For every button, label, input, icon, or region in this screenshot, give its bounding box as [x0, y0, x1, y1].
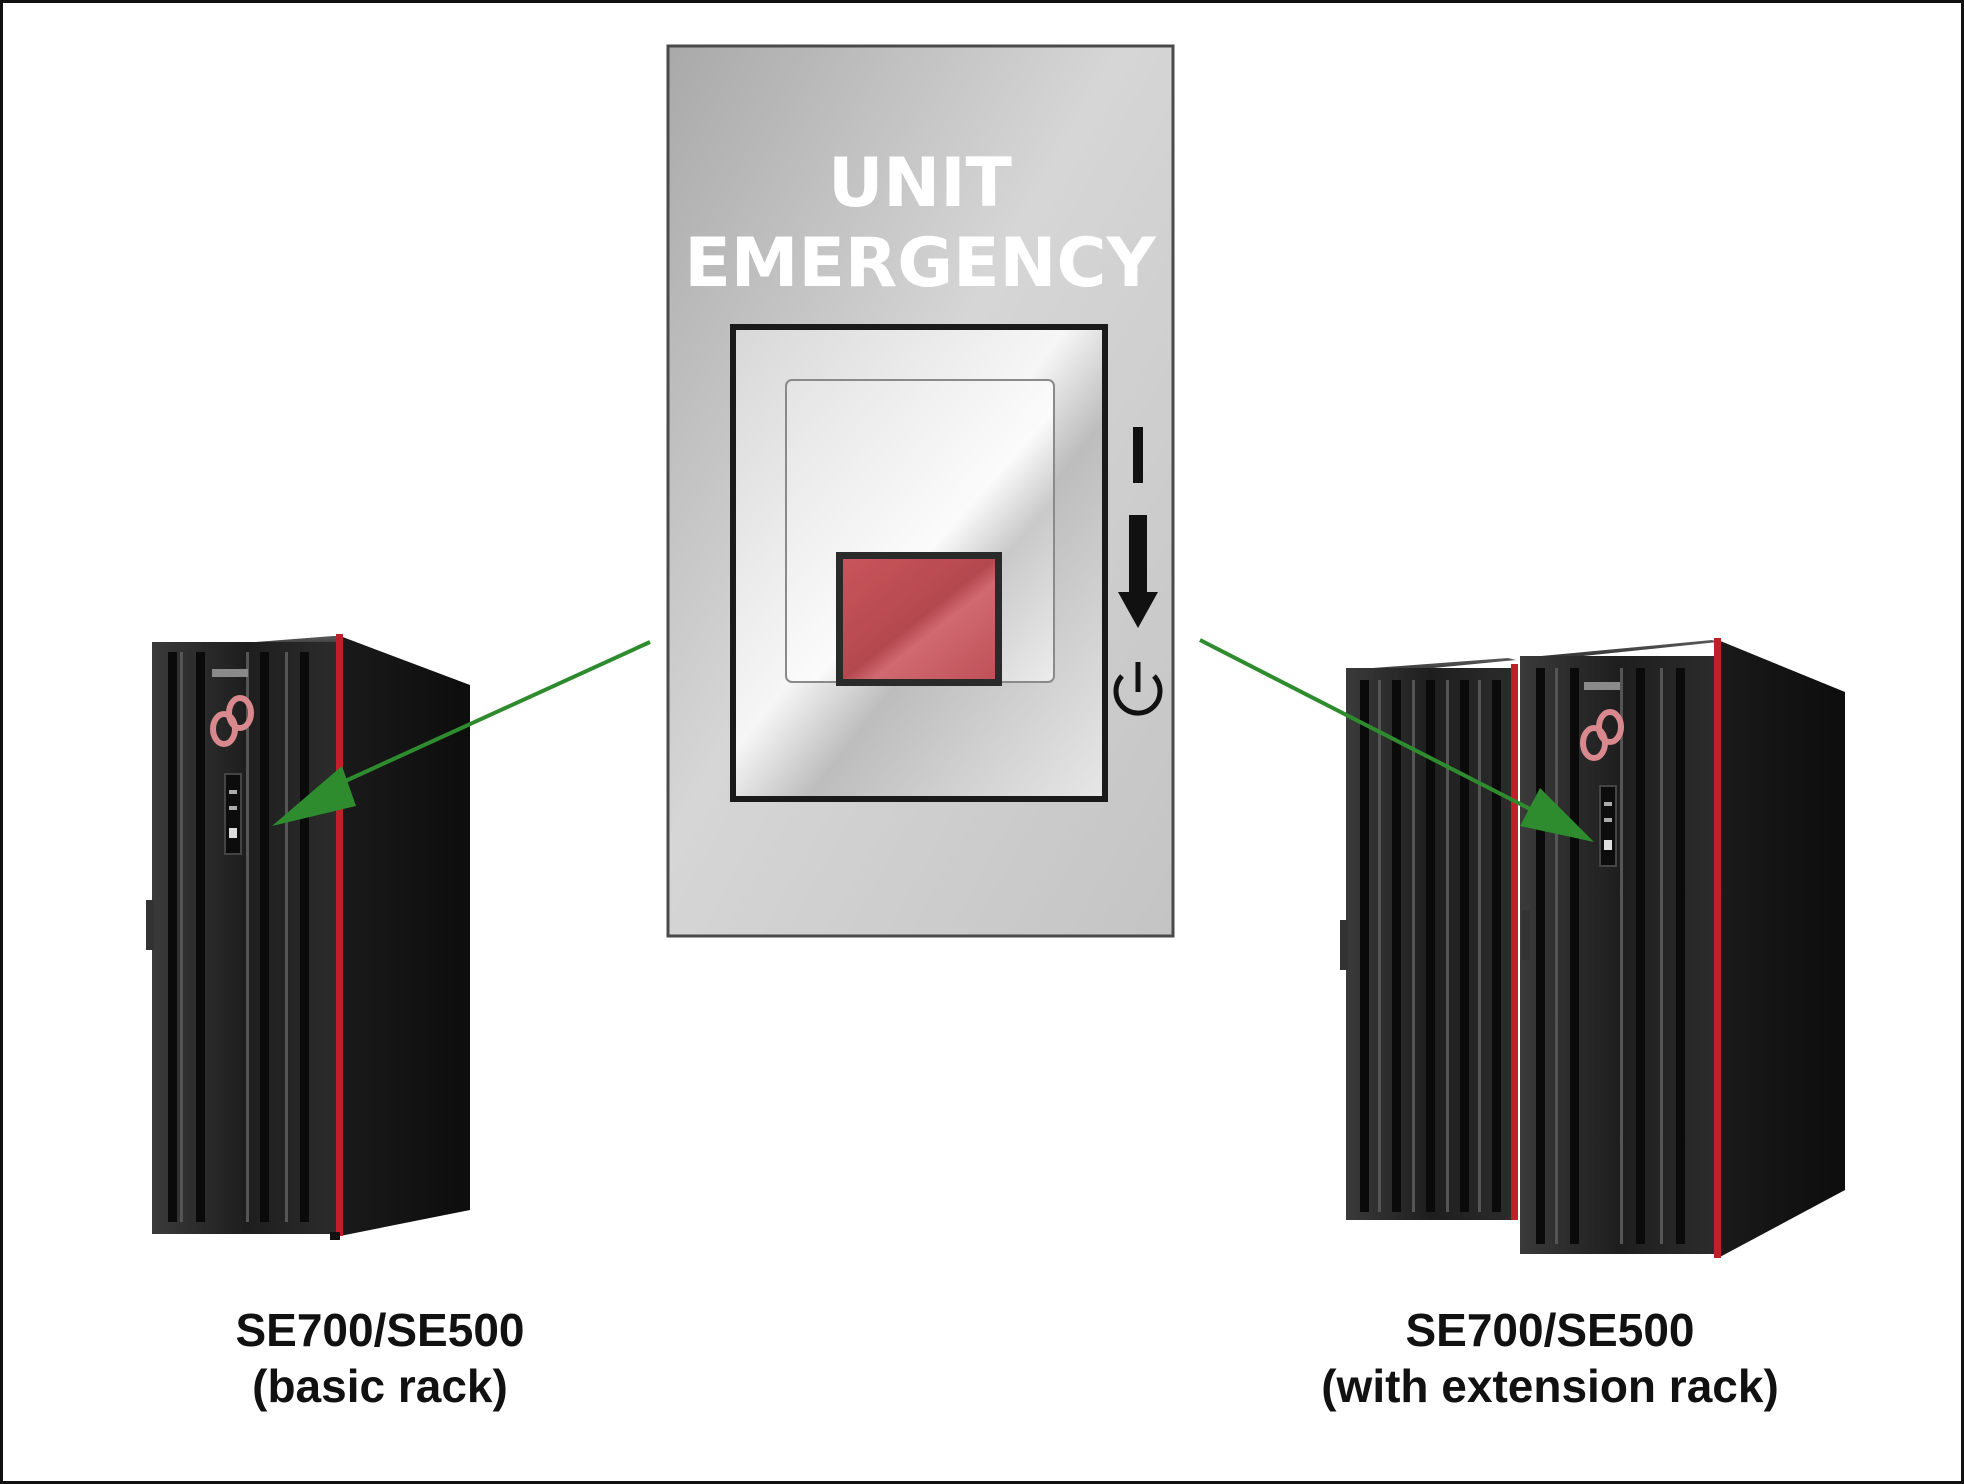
basic-rack-variant: (basic rack) [252, 1360, 508, 1412]
arrow-to-extension-rack [1199, 638, 1594, 842]
on-mark-icon [1133, 427, 1143, 483]
basic-rack-model: SE700/SE500 [235, 1304, 525, 1356]
arrow-to-basic-rack [272, 640, 651, 826]
panel-title-line1: UNIT [828, 144, 1012, 223]
basic-rack-image [146, 634, 470, 1240]
rack-control-strip [1599, 785, 1617, 867]
fujitsu-logo-icon [210, 695, 254, 747]
power-off-icon [1113, 662, 1163, 716]
down-arrow-icon [1118, 515, 1158, 628]
extension-rack-variant: (with extension rack) [1321, 1360, 1779, 1412]
extension-rack-image [1340, 638, 1845, 1258]
panel-title-line2: EMERGENCY [684, 224, 1156, 303]
extension-rack-model: SE700/SE500 [1405, 1304, 1695, 1356]
extension-rack-caption: SE700/SE500 (with extension rack) [1270, 1302, 1830, 1414]
rack-control-strip [224, 773, 242, 855]
emergency-panel: UNIT EMERGENCY [666, 44, 1175, 938]
emergency-switch-icon [730, 324, 1108, 802]
fujitsu-logo-icon [1580, 709, 1624, 761]
basic-rack-caption: SE700/SE500 (basic rack) [170, 1302, 590, 1414]
